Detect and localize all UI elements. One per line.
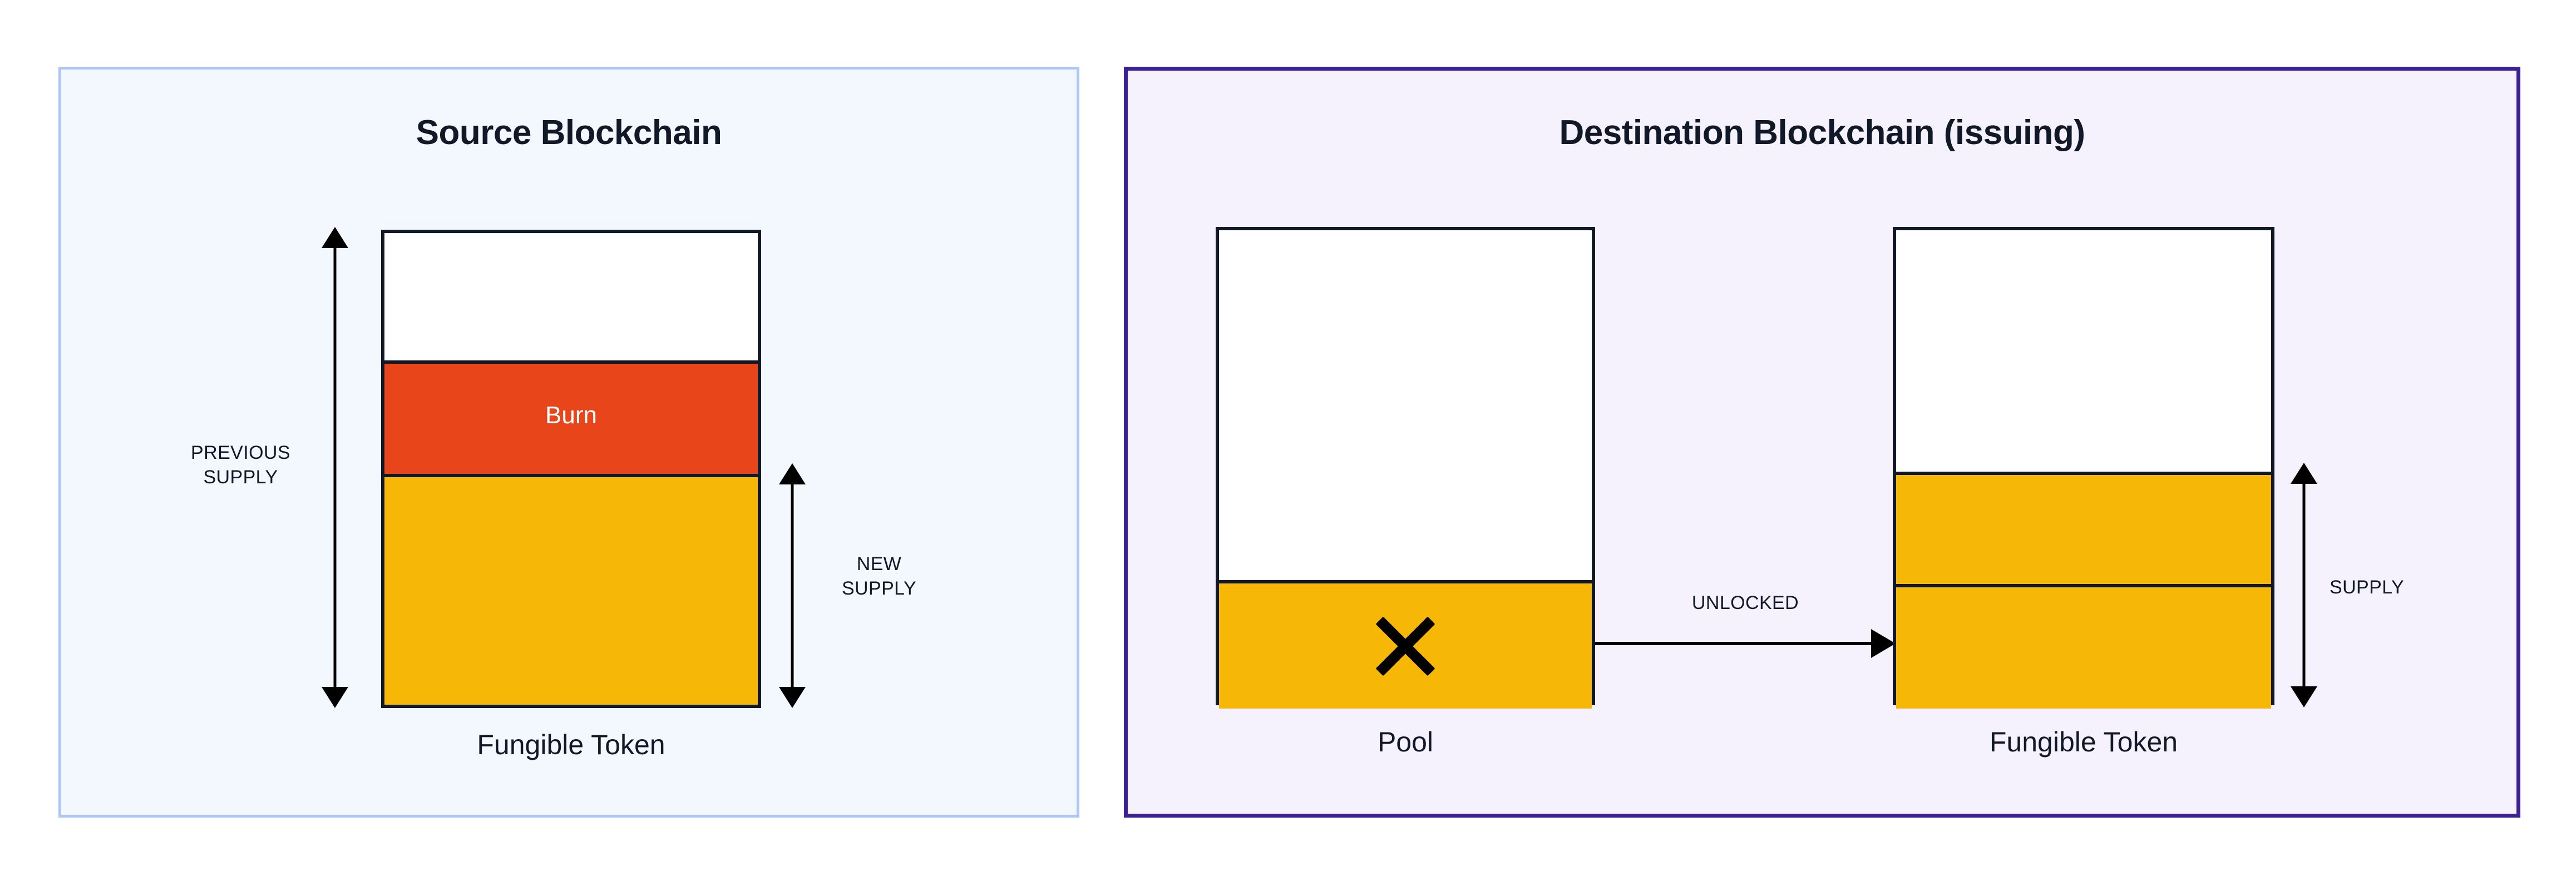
arrow-shaft bbox=[333, 244, 337, 691]
x-icon bbox=[1372, 613, 1439, 680]
previous-supply-dimension-arrow bbox=[322, 227, 348, 708]
source-fungible-token-caption: Fungible Token bbox=[477, 729, 665, 760]
source-panel-title: Source Blockchain bbox=[416, 113, 722, 152]
previous-supply-label: PREVIOUS SUPPLY bbox=[172, 441, 309, 489]
destination-panel-title: Destination Blockchain (issuing) bbox=[1559, 113, 2085, 152]
unlocked-flow-arrow bbox=[1595, 627, 1896, 660]
burn-segment[interactable]: Burn bbox=[384, 360, 758, 477]
new-supply-label: NEW SUPPLY bbox=[818, 552, 940, 601]
pool-stack bbox=[1216, 227, 1595, 709]
pool-balance-segment[interactable] bbox=[1219, 580, 1592, 709]
supply-dimension-arrow bbox=[2291, 463, 2317, 707]
arrow-head-down-icon bbox=[779, 687, 806, 708]
arrow-head-right-icon bbox=[1871, 629, 1896, 658]
pool-caption: Pool bbox=[1377, 726, 1434, 758]
source-blockchain-panel: Source Blockchain PREVIOUS SUPPLY Burn F… bbox=[58, 67, 1079, 818]
new-supply-label-line-2: SUPPLY bbox=[841, 577, 917, 599]
arrow-shaft bbox=[2302, 479, 2306, 691]
arrow-head-down-icon bbox=[2291, 686, 2317, 707]
destination-blockchain-panel: Destination Blockchain (issuing) Pool UN… bbox=[1124, 67, 2520, 818]
arrow-shaft bbox=[1595, 642, 1873, 645]
dest-fungible-token-caption: Fungible Token bbox=[1989, 726, 2178, 758]
arrow-shaft bbox=[791, 480, 794, 691]
unlocked-flow-label: UNLOCKED bbox=[1691, 592, 1799, 613]
previous-supply-label-line-2: SUPPLY bbox=[203, 466, 278, 488]
newly-unlocked-segment[interactable] bbox=[1896, 472, 2271, 584]
new-supply-dimension-arrow bbox=[779, 463, 806, 708]
dest-fungible-token-stack bbox=[1893, 227, 2274, 709]
previous-supply-label-line-1: PREVIOUS bbox=[191, 442, 290, 463]
arrow-head-down-icon bbox=[322, 687, 348, 708]
burn-segment-label: Burn bbox=[545, 402, 597, 429]
existing-supply-segment[interactable] bbox=[1896, 584, 2271, 709]
supply-label-line-1: SUPPLY bbox=[2330, 577, 2405, 598]
new-supply-label-line-1: NEW bbox=[856, 553, 902, 575]
remaining-supply-segment[interactable] bbox=[384, 477, 758, 705]
supply-label: SUPPLY bbox=[2330, 576, 2452, 600]
source-fungible-token-stack: Burn bbox=[381, 230, 761, 708]
